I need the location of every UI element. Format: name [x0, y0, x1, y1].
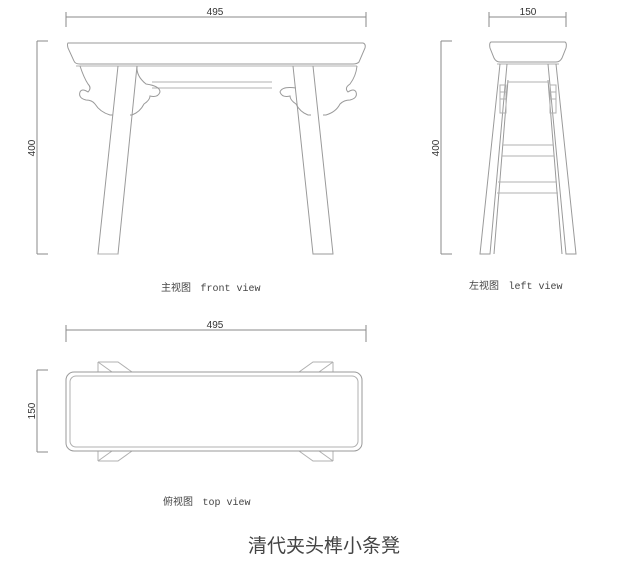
- left-view: 150 400: [431, 7, 577, 255]
- left-width-label: 150: [520, 7, 537, 18]
- front-height-dimension: 400: [27, 40, 48, 255]
- top-view-caption: 俯视图 top view: [163, 493, 251, 509]
- left-height-label: 400: [431, 139, 442, 156]
- front-view-caption: 主视图 front view: [161, 279, 261, 295]
- left-width-dimension: 150: [488, 7, 567, 27]
- top-height-dimension: 150: [27, 369, 48, 453]
- front-view: 495 400: [27, 7, 367, 255]
- left-height-dimension: 400: [431, 40, 452, 255]
- front-view-caption-en: front view: [200, 284, 261, 295]
- front-width-label: 495: [207, 7, 224, 18]
- top-view-caption-en: top view: [202, 498, 251, 509]
- top-width-dimension: 495: [65, 320, 367, 342]
- left-view-caption-cn: 左视图: [469, 281, 499, 292]
- front-view-caption-cn: 主视图: [161, 283, 191, 294]
- top-view-caption-cn: 俯视图: [163, 497, 193, 508]
- top-view: 495 150: [27, 320, 367, 462]
- left-view-caption: 左视图 left view: [469, 277, 563, 293]
- top-width-label: 495: [207, 320, 224, 331]
- front-width-dimension: 495: [65, 7, 367, 27]
- left-view-caption-en: left view: [508, 282, 563, 293]
- drawing-title: 清代夹头榫小条凳: [248, 535, 401, 557]
- top-height-label: 150: [27, 402, 38, 419]
- front-height-label: 400: [27, 139, 38, 156]
